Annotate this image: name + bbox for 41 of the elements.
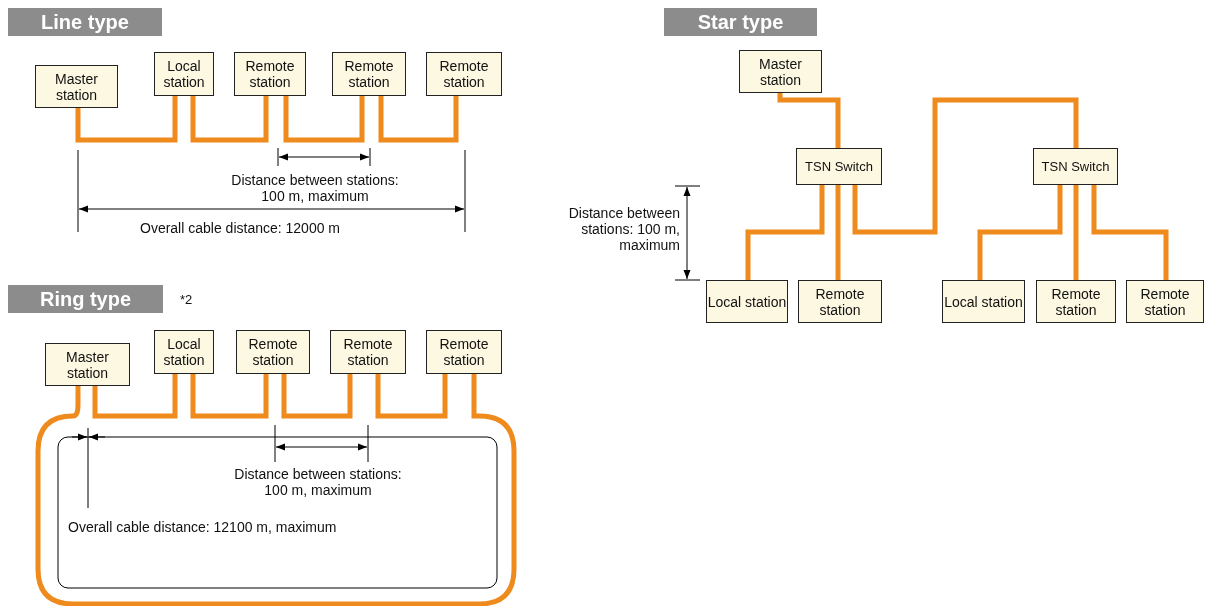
dimension-label: Distance between stations: 100 m, maximum <box>230 172 400 204</box>
dimension-label: Overall cable distance: 12000 m <box>140 220 341 236</box>
cable-line <box>977 185 1063 280</box>
station-box: Remote station <box>1126 280 1204 323</box>
section-heading-band: Ring type <box>8 285 163 313</box>
cable-line <box>190 374 269 419</box>
cable-line <box>35 374 517 606</box>
station-box: Local station <box>154 330 214 374</box>
cable-line <box>281 374 353 419</box>
cable-line <box>75 96 178 143</box>
station-box: Remote station <box>330 330 406 374</box>
station-box: Master station <box>45 343 130 386</box>
cable-line <box>283 96 365 143</box>
cable-line <box>777 93 841 148</box>
station-box: Remote station <box>798 280 882 323</box>
station-box: Remote station <box>1036 280 1116 323</box>
cable-line <box>745 185 825 280</box>
cable-line <box>852 97 1079 235</box>
cable-line <box>375 374 448 419</box>
cable-line <box>378 96 459 143</box>
footnote-mark: *2 <box>180 292 193 308</box>
dimension-label: Overall cable distance: 12100 m, maximum <box>68 519 338 535</box>
cable-line <box>92 374 178 419</box>
station-box: Remote station <box>234 52 306 96</box>
switch-box: TSN Switch <box>796 148 882 185</box>
station-box: Remote station <box>426 330 502 374</box>
station-box: Local station <box>942 280 1025 323</box>
station-box: Remote station <box>236 330 310 374</box>
station-box: Master station <box>35 65 118 108</box>
station-box: Remote station <box>332 52 406 96</box>
station-box: Master station <box>739 50 822 93</box>
dimension-label: Distance between stations: 100 m, maximum <box>233 466 403 498</box>
station-box: Remote station <box>426 52 502 96</box>
station-box: Local station <box>154 52 214 96</box>
switch-box: TSN Switch <box>1033 148 1118 185</box>
section-heading-band: Star type <box>664 8 817 36</box>
cable-line <box>190 96 269 143</box>
section-heading-band: Line type <box>8 8 162 36</box>
dimension-label: Distance between stations: 100 m, maximum <box>567 205 680 253</box>
station-box: Local station <box>706 280 788 323</box>
cable-line <box>1091 185 1169 280</box>
